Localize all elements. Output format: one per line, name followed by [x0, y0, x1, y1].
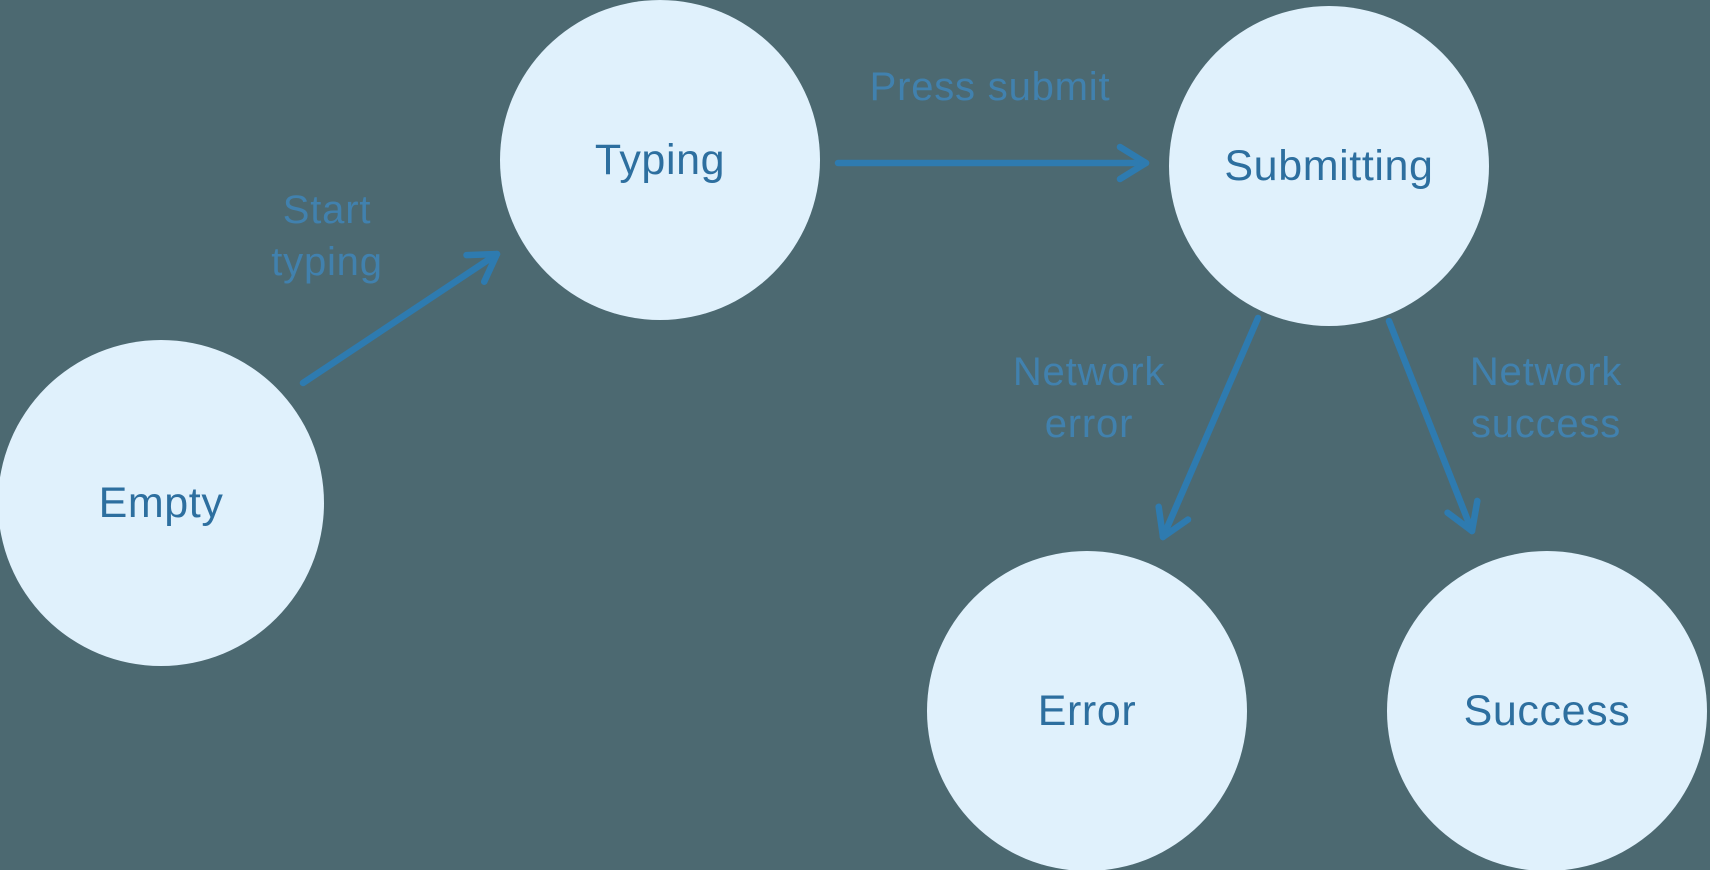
state-label-error: Error	[1037, 686, 1137, 735]
edge-label-line: success	[1470, 402, 1622, 446]
edge-label-start-typing: Start typing	[271, 184, 383, 288]
state-node-empty: Empty	[0, 340, 324, 666]
edge-label-line: Network	[1469, 350, 1623, 394]
state-node-success: Success	[1387, 551, 1707, 870]
transition-arrow-start-typing	[299, 250, 501, 387]
edge-label-line: Network	[1012, 350, 1166, 394]
state-node-typing: Typing	[500, 0, 820, 320]
edge-label-press-submit: Press submit	[870, 61, 1111, 113]
edge-label-network-success: Network success	[1470, 346, 1622, 450]
state-label-success: Success	[1463, 686, 1631, 735]
state-label-typing: Typing	[594, 135, 726, 184]
state-node-error: Error	[927, 551, 1247, 870]
transition-arrow-network-success	[1385, 317, 1481, 535]
state-label-empty: Empty	[98, 478, 224, 527]
edge-label-line: Press submit	[869, 65, 1111, 109]
edge-label-line: error	[1044, 402, 1134, 446]
edge-label-line: typing	[271, 240, 383, 284]
transition-arrow-network-error	[1155, 314, 1262, 541]
edge-label-line: Start	[282, 188, 372, 232]
state-node-submitting: Submitting	[1169, 6, 1489, 326]
edge-label-network-error: Network error	[1013, 346, 1165, 450]
state-label-submitting: Submitting	[1224, 141, 1434, 190]
